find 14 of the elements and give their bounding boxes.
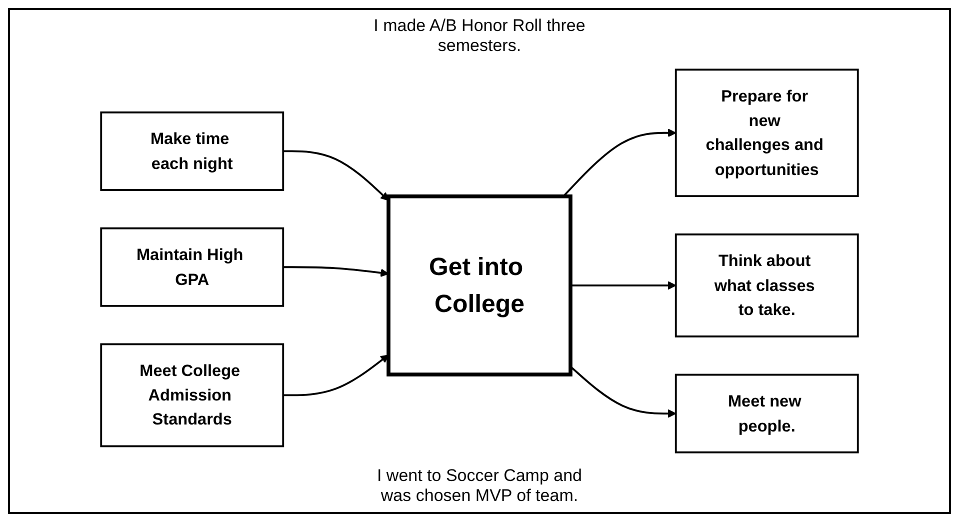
note-text: I made A/B Honor Roll three semesters.: [372, 16, 586, 56]
note-text: I went to Soccer Camp and was chosen MVP of team.: [376, 466, 584, 506]
node-box: Get into College: [386, 194, 572, 376]
node-box: Make time each night: [100, 111, 284, 191]
node-box: Maintain High GPA: [100, 227, 284, 307]
arrow: [283, 354, 389, 396]
arrow: [562, 128, 676, 197]
node-box: Meet new people.: [674, 374, 859, 454]
node-box: Think about what classes to take.: [674, 233, 859, 338]
node-box: Prepare for new challenges and opportunities: [674, 68, 859, 198]
arrow: [283, 150, 389, 201]
arrow: [283, 266, 389, 278]
arrow: [570, 281, 676, 290]
node-box: Meet College Admission Standards: [100, 343, 284, 448]
